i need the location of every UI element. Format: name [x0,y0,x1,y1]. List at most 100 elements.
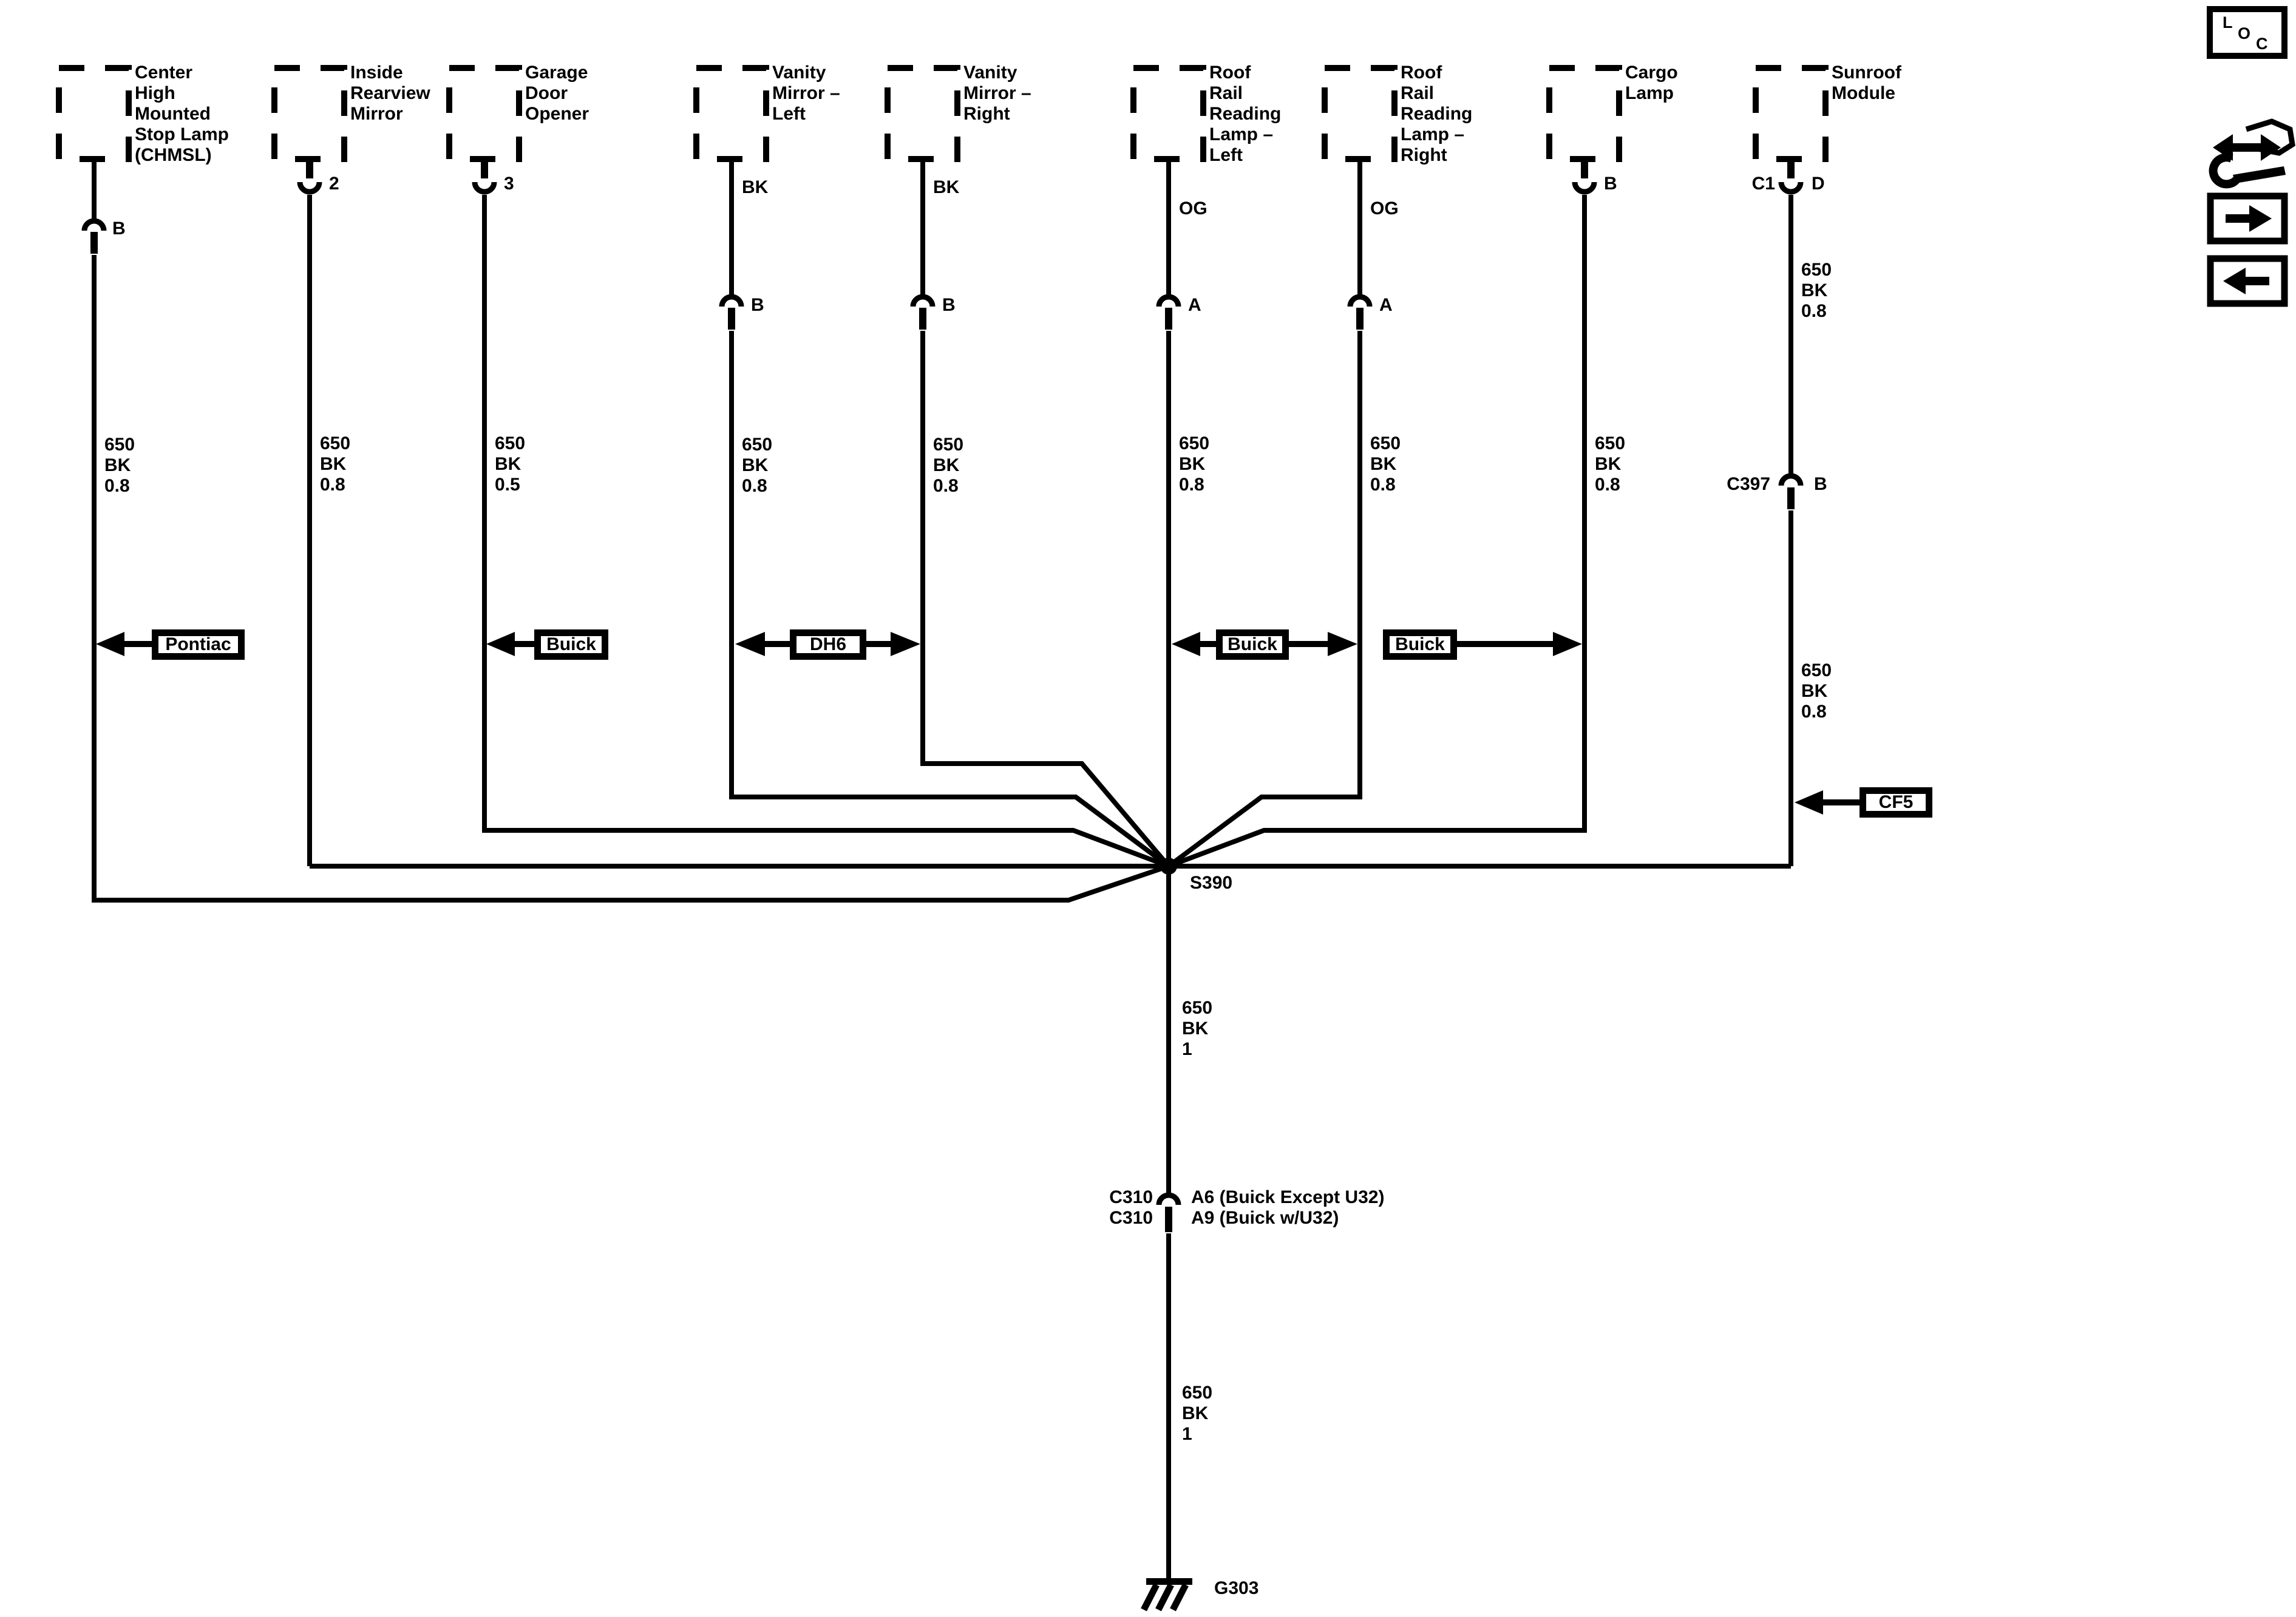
inline-connector-icon [1347,294,1373,307]
component-connector-icon [1572,181,1597,195]
wire-label: 650 BK 0.8 [1370,433,1401,495]
component-label-vanity-mirror-left: Vanity Mirror – Left [772,63,840,124]
pin-label: B [1814,474,1827,494]
wire-label: 650 BK 0.8 [1179,433,1210,495]
wire-label: 650 BK 1 [1182,998,1213,1059]
branch-tag-label: Buick [1228,634,1277,654]
component-connector-icon [472,181,497,195]
branch-tag-cf5[interactable]: CF5 [1860,787,1932,818]
pin-label: B [751,295,764,315]
branch-tag-buick-3[interactable]: Buick [1383,629,1457,660]
connector-pin-stub [1165,1207,1172,1232]
wire-label: 650 BK 1 [1182,1383,1213,1444]
wire-label: 650 BK 0.5 [495,433,526,495]
splice-s390-dot [1160,858,1177,875]
loc-letter-l: L [2223,13,2233,32]
connector-label-c310: C310 C310 [1109,1187,1153,1228]
branch-tag-label: DH6 [809,634,846,654]
connector-pin-stub [1581,159,1588,178]
wire-cargo-branch [1167,195,1587,869]
splice-label-s390: S390 [1190,873,1233,893]
loc-letter-c: C [2256,35,2268,53]
wire-label: 650 BK 0.8 [1801,260,1832,321]
ground-label-g303: G303 [1214,1578,1259,1598]
wire-vanity-right-branch [920,331,1171,868]
connector-pin-stub [1787,487,1795,509]
component-box-garage-door-opener [446,65,522,162]
connector-pin-stub [919,308,926,330]
component-label-roof-rail-reading-lamp-right: Roof Rail Reading Lamp – Right [1401,63,1473,165]
component-label-chmsl: Center High Mounted Stop Lamp (CHMSL) [135,63,229,165]
branch-tag-label: Pontiac [165,634,231,654]
branch-tag-arrows [96,632,1861,815]
component-connector-icon [297,181,322,195]
connector-label-c1: C1 [1751,174,1775,194]
connector-label-c397: C397 [1727,474,1770,494]
branch-tag-label: CF5 [1878,792,1914,812]
wire-garage-branch [482,195,1170,869]
prev-page-button[interactable] [2207,255,2288,307]
loc-letter-o: O [2238,24,2251,42]
connector-pin-stub [90,232,98,254]
branch-tag-buick-2[interactable]: Buick [1216,629,1289,660]
wire-vanity-left-branch [729,331,1170,869]
component-box-sunroof-module [1753,65,1829,162]
connector-pin-stub [306,159,313,178]
branch-tag-label: Buick [546,634,596,654]
wire-label: 650 BK 0.8 [104,435,135,496]
wrench-arrows-icon[interactable] [2209,118,2295,189]
inline-connector-icon [81,218,107,231]
pin-label: B [942,295,956,315]
wire-label: 650 BK 0.8 [320,433,351,495]
connector-pin-stub [1165,308,1172,330]
pin-label: D [1812,174,1825,194]
pin-label: 3 [504,174,514,194]
branch-tag-dh6[interactable]: DH6 [790,629,866,660]
component-label-sunroof-module: Sunroof Module [1832,63,1901,103]
pin-label: B [112,219,126,239]
arrow-left-icon [2223,268,2269,294]
pin-label: 2 [329,174,339,194]
component-box-inside-rearview-mirror [271,65,347,162]
next-page-box[interactable] [2207,192,2288,245]
component-box-roof-rail-reading-lamp-left [1130,65,1206,162]
inline-connector-icon [1156,294,1181,307]
component-box-roof-rail-reading-lamp-right [1322,65,1398,162]
arrow-right-icon [2226,205,2272,232]
component-box-cargo-lamp [1546,65,1622,162]
wire-label: 650 BK 0.8 [1801,660,1832,722]
pin-label: B [1604,174,1617,194]
wire-label: 650 BK 0.8 [1595,433,1626,495]
component-label-vanity-mirror-right: Vanity Mirror – Right [963,63,1031,124]
connector-symbols [81,159,1804,1232]
prev-page-box[interactable] [2207,255,2288,307]
component-label-cargo-lamp: Cargo Lamp [1625,63,1678,103]
wire-roof-right-branch [1167,331,1362,869]
component-box-vanity-mirror-left [693,65,769,162]
component-connector-icon [1778,181,1804,195]
component-label-roof-rail-reading-lamp-left: Roof Rail Reading Lamp – Left [1209,63,1282,165]
loc-indicator-box[interactable] [2207,6,2288,59]
connector-pin-stub [1787,159,1795,178]
wire-chmsl-branch [92,255,1170,903]
branch-tag-buick-1[interactable]: Buick [534,629,608,660]
connector-pin-stub [481,159,488,178]
component-box-chmsl [56,65,132,162]
connector-pin-stub [728,308,735,330]
component-box-vanity-mirror-right [885,65,960,162]
ground-symbol-icon [1141,1578,1192,1612]
next-page-button[interactable] [2207,192,2288,245]
connector-pin-stub [1356,308,1364,330]
wire-color-label: BK [933,177,960,197]
wire-label: 650 BK 0.8 [933,435,964,496]
wire-color-label: OG [1370,198,1399,219]
pin-label: A [1188,295,1201,315]
inline-connector-icon [719,294,744,307]
branch-tag-pontiac[interactable]: Pontiac [152,629,245,660]
wire-color-label: BK [742,177,769,197]
wire-label: 650 BK 0.8 [742,435,773,496]
inline-connector-icon [910,294,936,307]
connector-pins-c310: A6 (Buick Except U32) A9 (Buick w/U32) [1191,1187,1385,1228]
